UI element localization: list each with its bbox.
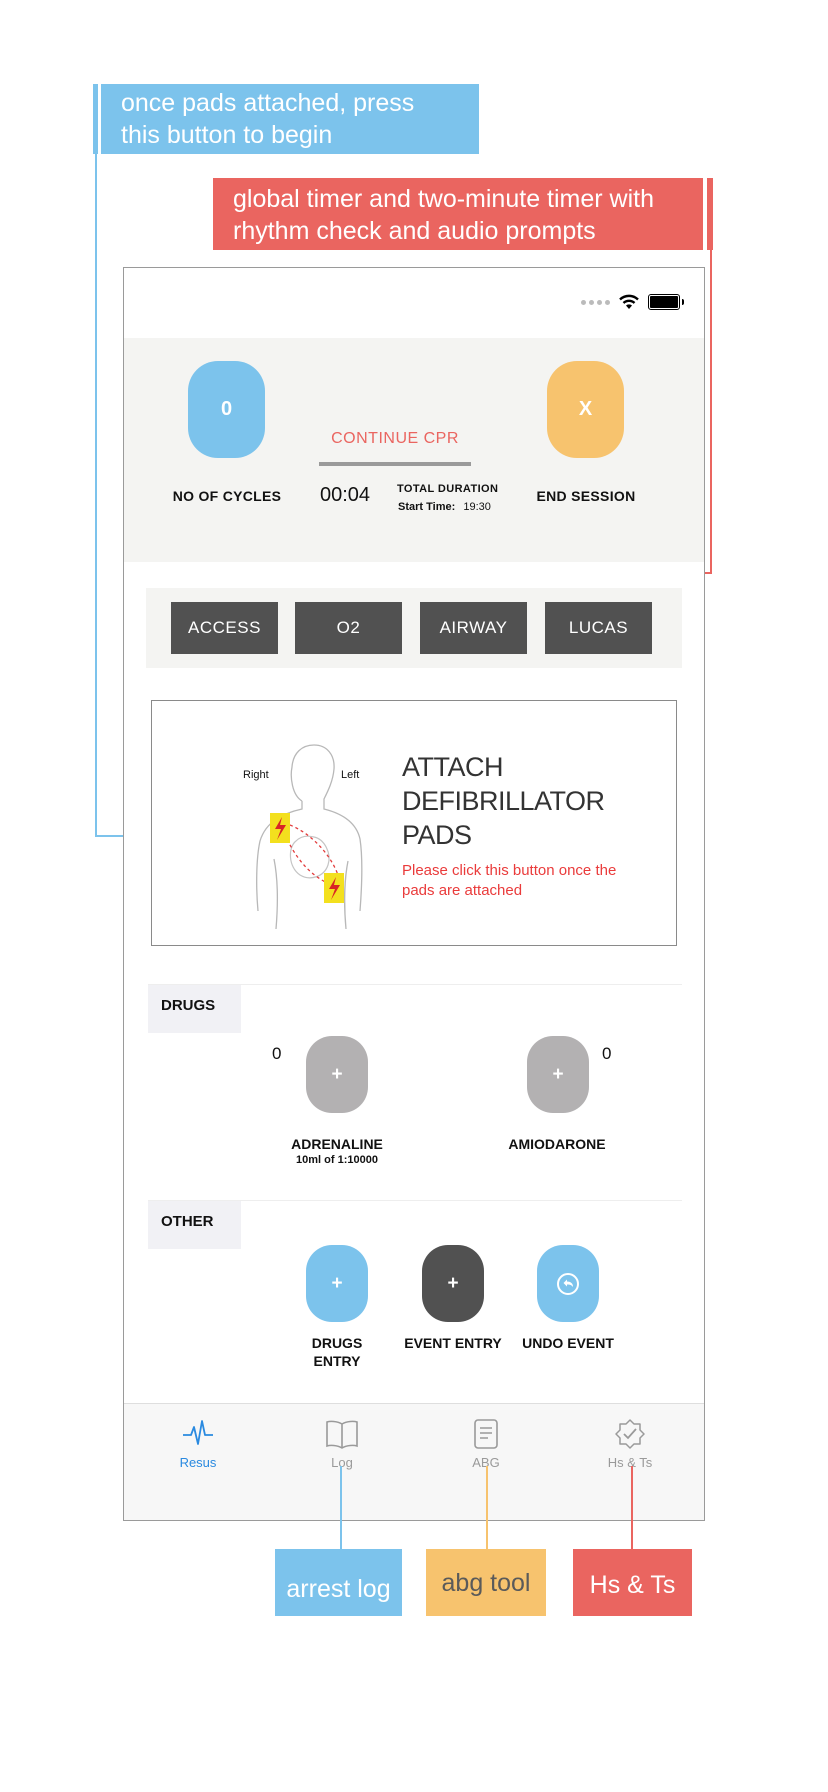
total-duration-label: TOTAL DURATION <box>397 483 499 495</box>
defib-instruction: Please click this button once the pads a… <box>402 862 617 899</box>
attach-pads-button[interactable]: Right Left ATTACH DEFIBRILLATOR PADS Ple… <box>151 700 677 946</box>
end-session-label: END SESSION <box>536 488 636 504</box>
signal-icon <box>581 299 610 305</box>
cycles-button[interactable]: 0 <box>188 361 265 458</box>
cpr-progress-bar <box>319 462 471 466</box>
undo-event-button[interactable] <box>537 1245 599 1322</box>
hs-ts-callout: Hs & Ts <box>573 1549 692 1616</box>
tab-bar: Resus Log ABG <box>124 1403 704 1520</box>
timer-callout-line <box>710 250 712 574</box>
amiodarone-label: AMIODARONE <box>508 1136 606 1152</box>
torso-pads-illustration <box>256 744 363 930</box>
checkmark-badge-icon <box>615 1419 645 1449</box>
cycles-label: NO OF CYCLES <box>172 488 282 504</box>
drugs-entry-button[interactable]: + <box>306 1245 368 1322</box>
access-button[interactable]: ACCESS <box>171 602 278 654</box>
timer-callout: global timer and two-minute timer with r… <box>213 178 703 250</box>
undo-event-label: UNDO EVENT <box>522 1335 614 1351</box>
pads-callout: once pads attached, press this button to… <box>101 84 479 154</box>
amiodarone-count: 0 <box>602 1044 612 1063</box>
tab-hs-ts[interactable]: Hs & Ts <box>590 1417 670 1470</box>
hsts-callout-line <box>631 1466 633 1549</box>
airway-button[interactable]: AIRWAY <box>420 602 527 654</box>
pads-callout-line <box>93 84 98 154</box>
status-bar <box>581 294 684 310</box>
other-section-label: OTHER <box>148 1201 241 1249</box>
right-side-label: Right <box>243 769 269 781</box>
phone-screen: 0 NO OF CYCLES CONTINUE CPR 00:04 TOTAL … <box>123 267 705 1521</box>
tab-log[interactable]: Log <box>302 1417 382 1470</box>
battery-icon <box>648 294 684 310</box>
adrenaline-add-button[interactable]: + <box>306 1036 368 1113</box>
drugs-divider <box>148 984 682 985</box>
arrest-log-callout: arrest log <box>275 1549 402 1616</box>
adrenaline-label: ADRENALINE 10ml of 1:10000 <box>291 1136 383 1166</box>
amiodarone-add-button[interactable]: + <box>527 1036 589 1113</box>
abg-tool-callout: abg tool <box>426 1549 546 1616</box>
quick-actions-bar: ACCESS O2 AIRWAY LUCAS <box>146 588 682 668</box>
undo-icon <box>557 1272 579 1295</box>
other-divider <box>148 1200 682 1201</box>
tab-abg[interactable]: ABG <box>446 1417 526 1470</box>
wifi-icon <box>619 294 639 309</box>
o2-button[interactable]: O2 <box>295 602 402 654</box>
document-icon <box>474 1419 498 1449</box>
continue-cpr-button[interactable]: CONTINUE CPR <box>331 430 459 447</box>
pads-callout-line <box>95 154 97 837</box>
end-session-button[interactable]: X <box>547 361 624 458</box>
timer-value: 00:04 <box>320 484 371 506</box>
tab-resus[interactable]: Resus <box>158 1417 238 1470</box>
heartbeat-icon <box>183 1420 213 1445</box>
left-side-label: Left <box>341 769 360 781</box>
lucas-button[interactable]: LUCAS <box>545 602 652 654</box>
adrenaline-count: 0 <box>272 1044 282 1063</box>
session-header: 0 NO OF CYCLES CONTINUE CPR 00:04 TOTAL … <box>124 338 704 562</box>
timer-callout-line <box>707 178 713 250</box>
log-callout-line <box>340 1466 342 1549</box>
start-time: Start Time: 19:30 <box>398 501 491 513</box>
abg-callout-line <box>486 1466 488 1549</box>
book-icon <box>326 1420 358 1449</box>
event-entry-label: EVENT ENTRY <box>404 1335 502 1351</box>
defib-title: ATTACH DEFIBRILLATOR PADS <box>402 752 605 850</box>
drugs-section-label: DRUGS <box>148 985 241 1033</box>
drugs-entry-label: DRUGS ENTRY <box>311 1335 363 1369</box>
event-entry-button[interactable]: + <box>422 1245 484 1322</box>
